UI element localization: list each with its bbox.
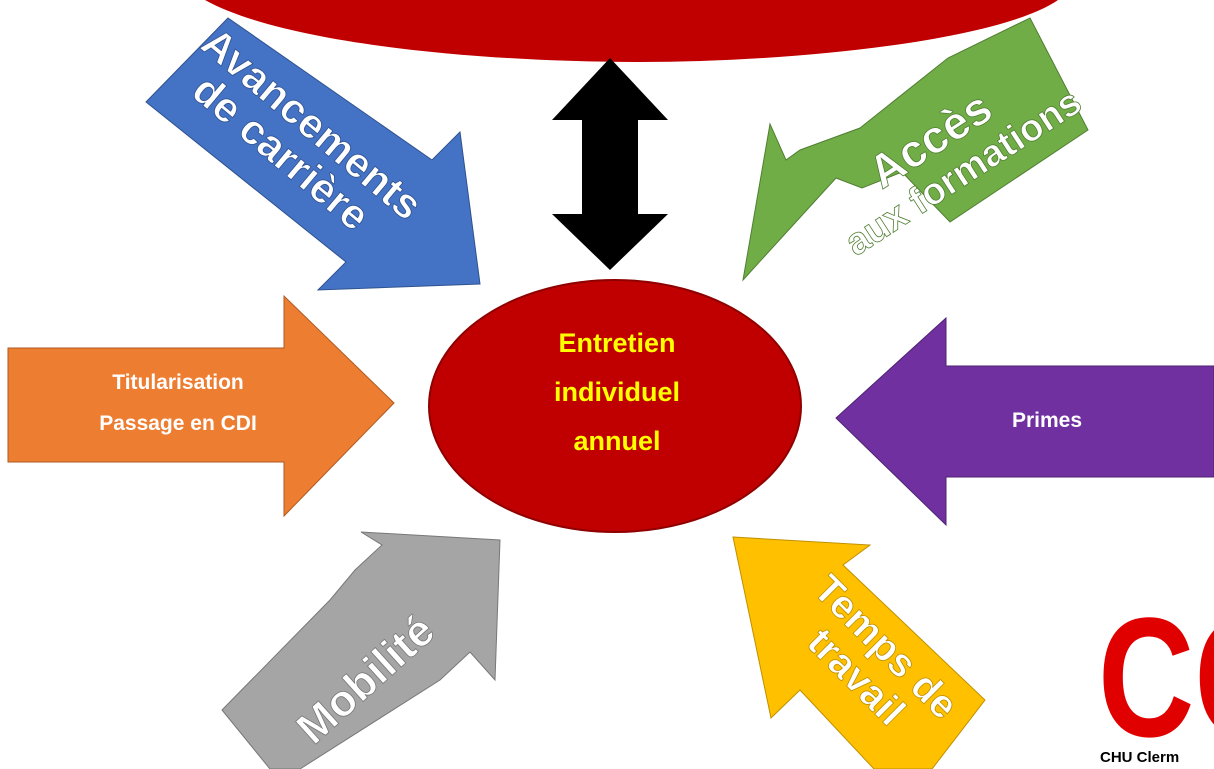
avancements-arrow-shape	[145, 17, 481, 291]
temps-arrow	[732, 536, 986, 769]
titularisation-line-2: Passage en CDI	[99, 412, 257, 435]
titularisation-arrow	[7, 294, 395, 518]
formations-arrow	[742, 17, 1089, 282]
logo-caption: CHU Clerm	[1100, 749, 1179, 766]
center-ellipse	[428, 279, 802, 533]
center-line-2: individuel	[554, 377, 680, 407]
cgt-logo: CG CHU Clerm	[1098, 583, 1214, 769]
mobilite-arrow	[221, 531, 501, 769]
titularisation-line-1: Titularisation	[112, 371, 243, 394]
center-line-3: annuel	[573, 426, 660, 456]
avancements-arrow	[145, 17, 481, 291]
double-arrow	[552, 58, 668, 270]
center-line-1: Entretien	[558, 328, 675, 358]
logo-letters: CG	[1098, 583, 1214, 769]
top-banner	[205, 0, 1058, 62]
primes-arrow	[835, 316, 1214, 527]
primes-label: Primes	[1012, 409, 1082, 432]
